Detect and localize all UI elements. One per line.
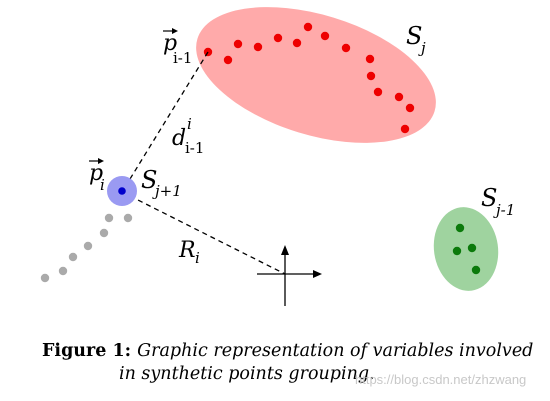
trail-point (123, 213, 133, 223)
cluster-s-j-point (394, 92, 404, 102)
cluster-s-j-point (292, 38, 302, 48)
radius-letter: R (178, 238, 196, 263)
coordinate-axes-icon (257, 245, 322, 306)
p-i-minus-1-subscript: i-1 (173, 49, 192, 67)
previous-points-trail (40, 213, 133, 283)
distance-letter: d (172, 126, 186, 151)
s-j-plus-1-subscript: j+1 (152, 182, 182, 200)
cluster-s-j-point (303, 22, 313, 32)
label-s-j: S j (406, 22, 426, 57)
trail-point (40, 273, 50, 283)
trail-point (68, 252, 78, 262)
s-j-subscript: j (418, 39, 426, 57)
cluster-s-j-point (400, 124, 410, 134)
caption-label: Figure 1: (42, 341, 132, 361)
cluster-s-j-minus-1-point (471, 265, 481, 275)
cluster-s-j-point (253, 42, 263, 52)
trail-point (58, 266, 68, 276)
label-s-j-plus-1: S j+1 (141, 166, 182, 200)
p-i-letter: p (89, 161, 103, 186)
label-s-j-minus-1: S j-1 (481, 184, 515, 219)
cluster-s-j-minus-1-point (452, 246, 462, 256)
label-distance: d i i-1 (172, 115, 204, 157)
vector-arrow-icon (163, 28, 178, 34)
cluster-s-j-points (203, 22, 415, 134)
radius-line (121, 191, 286, 275)
point-p-i (118, 187, 126, 195)
cluster-s-j-minus-1-points (452, 223, 481, 275)
cluster-s-j-point (233, 39, 243, 49)
label-p-i-minus-1: p i-1 (163, 28, 192, 67)
radius-subscript: i (195, 249, 200, 267)
cluster-s-j-minus-1 (433, 207, 499, 291)
cluster-s-j-point (273, 33, 283, 43)
cluster-s-j (196, 7, 436, 143)
s-j-plus-1-letter: S (141, 166, 157, 194)
p-i-subscript: i (100, 176, 105, 194)
cluster-s-j-minus-1-point (455, 223, 465, 233)
label-radius: R i (178, 238, 200, 267)
trail-point (83, 241, 93, 251)
caption-text-line-2: in synthetic points grouping. (119, 364, 375, 384)
p-i-minus-1-letter: p (163, 31, 177, 56)
distance-subscript: i-1 (185, 139, 204, 157)
trail-point (99, 228, 109, 238)
vector-arrow-icon (89, 158, 104, 164)
cluster-s-j-minus-1-point (467, 243, 477, 253)
distance-superscript: i (187, 115, 192, 133)
s-j-minus-1-letter: S (481, 184, 497, 212)
distance-line (121, 51, 209, 193)
cluster-s-j-point (365, 54, 375, 64)
s-j-minus-1-subscript: j-1 (493, 201, 515, 219)
cluster-s-j-point (366, 71, 376, 81)
cluster-s-j-point (405, 103, 415, 113)
cluster-s-j-point (223, 55, 233, 65)
cluster-s-j-point (320, 31, 330, 41)
label-p-i: p i (89, 158, 105, 194)
cluster-s-j-point (341, 43, 351, 53)
watermark: https://blog.csdn.net/zhzwang (355, 372, 527, 387)
s-j-letter: S (406, 22, 422, 50)
caption-text-line-1: Graphic representation of variables invo… (137, 341, 534, 361)
figure-caption: Figure 1:Graphic representation of varia… (42, 340, 547, 386)
cluster-s-j-point (373, 87, 383, 97)
trail-point (104, 213, 114, 223)
